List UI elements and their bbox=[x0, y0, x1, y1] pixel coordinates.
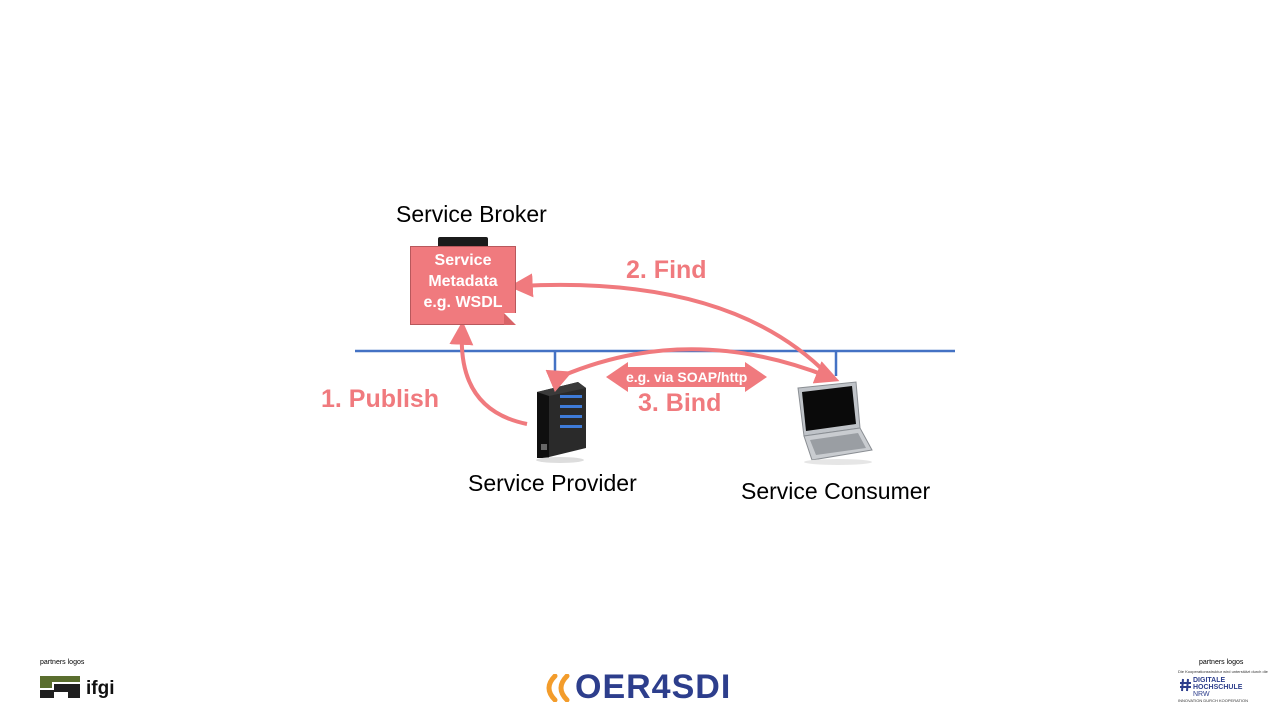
service-provider-label: Service Provider bbox=[468, 470, 637, 496]
dh-footer: INNOVATION DURCH KOOPERATION bbox=[1178, 698, 1249, 703]
publish-label: 1. Publish bbox=[321, 385, 440, 413]
find-label: 2. Find bbox=[626, 256, 707, 284]
ifgi-logo-mark-icon bbox=[40, 676, 80, 698]
metadata-line-1: Service bbox=[434, 252, 492, 269]
dh-line-3: NRW bbox=[1193, 691, 1210, 698]
metadata-line-2: Metadata bbox=[428, 273, 498, 290]
brand-chevron-icon bbox=[546, 674, 570, 702]
ifgi-logo-text: ifgi bbox=[86, 678, 115, 699]
right-partners-label: partners logos bbox=[1199, 659, 1244, 666]
publish-arrow bbox=[449, 320, 528, 426]
service-consumer-label: Service Consumer bbox=[741, 478, 931, 504]
left-partners-label: partners logos bbox=[40, 659, 85, 666]
laptop-icon bbox=[797, 381, 873, 465]
bind-label: 3. Bind bbox=[638, 389, 722, 417]
service-broker-label: Service Broker bbox=[396, 201, 547, 227]
dh-line-1: DIGITALE bbox=[1193, 677, 1226, 684]
dh-line-2: HOCHSCHULE bbox=[1193, 684, 1243, 691]
ifgi-logo: ifgi bbox=[40, 672, 130, 702]
find-arrow bbox=[508, 273, 830, 377]
bind-via-arrow bbox=[606, 362, 767, 392]
bind-arrow bbox=[545, 347, 840, 393]
dh-tagline: Die Kooperationsstruktur wird unterstütz… bbox=[1178, 669, 1268, 674]
page-fold bbox=[504, 313, 516, 325]
server-icon bbox=[536, 382, 586, 463]
hashtag-icon bbox=[1180, 678, 1191, 692]
digitale-hochschule-logo: Die Kooperationsstruktur wird unterstütz… bbox=[1178, 669, 1268, 703]
brand-logo-text: OER4SDI bbox=[575, 668, 732, 706]
metadata-line-3: e.g. WSDL bbox=[423, 294, 503, 311]
oer4sdi-logo: OER4SDI bbox=[541, 668, 741, 708]
bind-via-label: e.g. via SOAP/http bbox=[626, 369, 748, 385]
service-metadata-box: Service Metadata e.g. WSDL bbox=[410, 246, 516, 325]
